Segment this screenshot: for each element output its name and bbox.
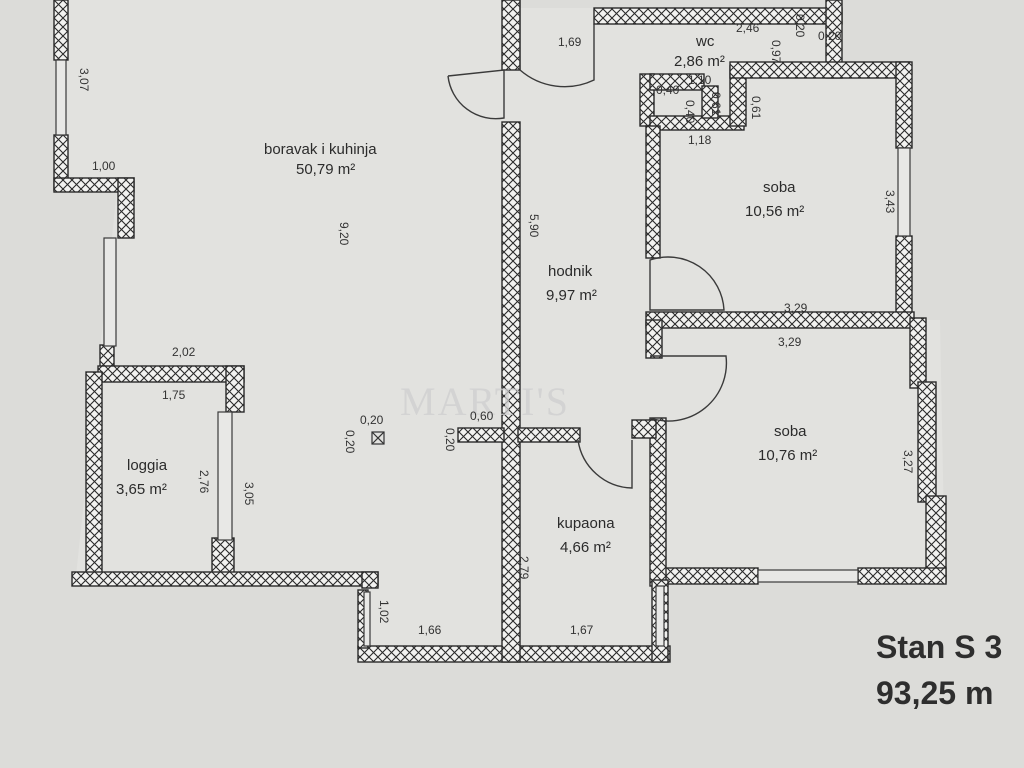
room-area-living: 50,79 m² [296,161,355,178]
dim-label: 3,27 [901,450,915,474]
dim-label: 0,20 [343,430,357,454]
dim-label: 1,66 [418,623,442,637]
room-name-loggia: loggia [127,457,168,474]
apartment-title: Stan S 3 [876,629,1002,665]
dim-label: 1,10 [688,73,712,87]
dim-label: 0,61 [709,92,723,116]
dim-label: 0,20 [818,29,842,43]
dim-label: 0,40 [683,100,697,124]
room-area-loggia: 3,65 m² [116,481,167,498]
room-area-wc: 2,86 m² [674,53,725,70]
installation-shaft-icon [371,431,385,445]
dim-label: 9,20 [337,222,351,246]
dim-label: 1,02 [377,600,391,624]
room-name-living: boravak i kuhinja [264,141,377,158]
dim-label: 0,20 [443,428,457,452]
room-name-hall: hodnik [548,263,593,280]
room-area-hall: 9,97 m² [546,287,597,304]
room-name-room2: soba [774,423,807,440]
dim-label: 0,97 [769,40,783,64]
dim-label: 3,05 [242,482,256,506]
dim-label: 1,75 [162,388,186,402]
installation-shaft-cross [371,431,385,445]
dim-label: 0,20 [360,413,384,427]
watermark-logo: MARTI'S [400,379,570,424]
room-name-room1: soba [763,179,796,196]
dim-label: 0,40 [656,83,680,97]
apartment-total-area: 93,25 m [876,675,993,711]
room-name-bathroom: kupaona [557,515,615,532]
dim-label: 1,69 [558,35,582,49]
dim-label: 3,29 [778,335,802,349]
walls [53,0,947,663]
dim-label: 1,00 [92,159,116,173]
dim-label: 0,20 [793,14,807,38]
room-area-room2: 10,76 m² [758,447,817,464]
dim-label: 0,60 [470,409,494,423]
windows [55,59,911,647]
doors [447,0,728,489]
dim-label: 2,79 [517,556,531,580]
dim-label: 3,43 [883,190,897,214]
room-name-wc: wc [695,33,715,50]
room-area-room1: 10,56 m² [745,203,804,220]
dim-label: 2,46 [736,21,760,35]
dim-label: 3,29 [784,301,808,315]
room-area-bathroom: 4,66 m² [560,539,611,556]
dim-label: 5,90 [527,214,541,238]
dim-label: 1,18 [688,133,712,147]
dim-label: 0,61 [749,96,763,120]
dim-label: 3,07 [77,68,91,92]
dimension-labels: 3,07 1,00 9,20 2,02 1,75 2,76 3,05 0,20 … [77,14,915,637]
dim-label: 2,02 [172,345,196,359]
dim-label: 2,76 [197,470,211,494]
dim-label: 1,67 [570,623,594,637]
